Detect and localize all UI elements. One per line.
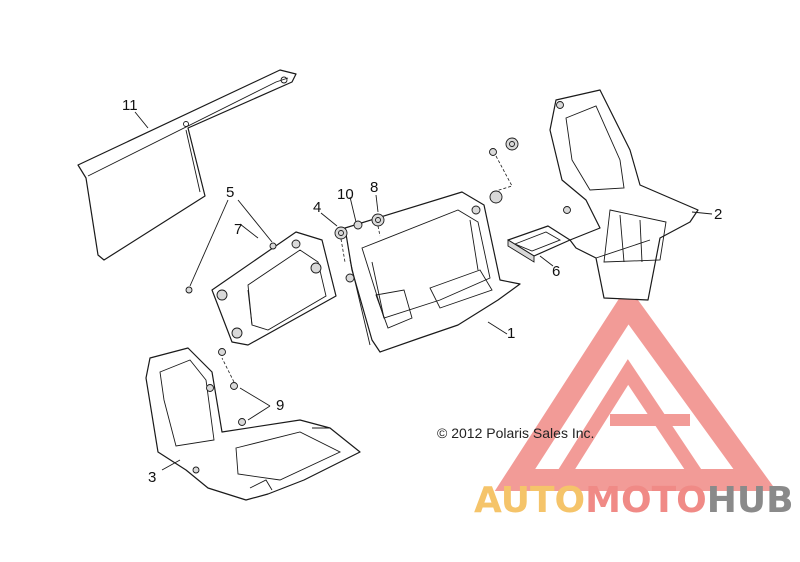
callout-labels: 11 5 7 4 10 8 1 2 6 9 3 bbox=[122, 97, 722, 486]
part-3-floor bbox=[145, 347, 361, 501]
watermark-hub: HUB bbox=[707, 480, 794, 521]
callout-8: 8 bbox=[370, 179, 378, 196]
callout-6: 6 bbox=[552, 263, 560, 280]
watermark-moto: MOTO bbox=[585, 480, 707, 521]
watermark-brand: AUTOMOTOHUB bbox=[474, 480, 794, 521]
callout-5: 5 bbox=[226, 184, 234, 201]
watermark-logo bbox=[494, 285, 777, 491]
part-11-panel bbox=[77, 69, 297, 261]
callout-2: 2 bbox=[714, 206, 722, 223]
callout-7: 7 bbox=[234, 221, 242, 238]
watermark-auto: AUTO bbox=[474, 480, 585, 521]
callout-1: 1 bbox=[507, 325, 515, 342]
callout-11: 11 bbox=[122, 97, 138, 114]
part-1-tray bbox=[344, 191, 521, 353]
leader-lines bbox=[134, 111, 713, 471]
part-2-console bbox=[549, 89, 699, 301]
callout-3: 3 bbox=[148, 469, 156, 486]
callout-10: 10 bbox=[337, 186, 354, 203]
callout-9: 9 bbox=[276, 397, 284, 414]
copyright-notice: © 2012 Polaris Sales Inc. bbox=[437, 425, 594, 441]
part-6-pad bbox=[507, 225, 571, 263]
callout-4: 4 bbox=[313, 199, 321, 216]
part-7-cover bbox=[211, 231, 337, 346]
